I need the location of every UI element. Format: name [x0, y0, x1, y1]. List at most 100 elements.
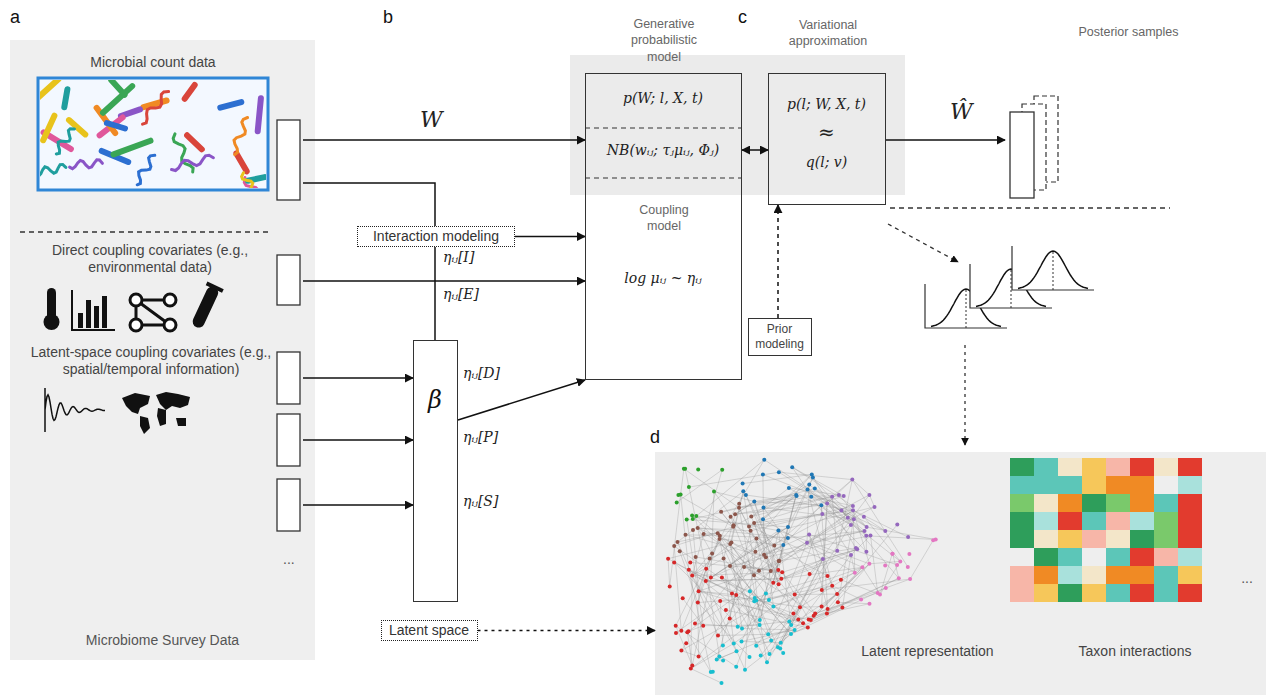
network-dot — [795, 494, 799, 498]
network-dot — [806, 626, 810, 630]
network-dot — [796, 617, 800, 621]
network-dot — [840, 509, 844, 513]
node-text: Generative probabilistic model — [614, 16, 714, 65]
network-dot — [737, 506, 741, 510]
heatmap-cell — [1010, 494, 1034, 512]
network-dot — [898, 559, 902, 563]
heatmap-cell — [1130, 584, 1154, 602]
node-text: Variational approximation — [783, 17, 873, 50]
network-dot — [850, 478, 854, 482]
node-text: Latent representation — [850, 643, 1005, 660]
network-dot — [720, 468, 724, 472]
module-box: Interaction modeling — [357, 226, 515, 247]
node-text: log μᵢⱼ ~ ηᵢⱼ — [586, 270, 740, 287]
heatmap-cell — [1130, 512, 1154, 530]
microbe — [143, 92, 169, 125]
parameter-box: β — [413, 340, 458, 602]
node-text: Coupling model — [629, 202, 699, 235]
connector — [303, 439, 413, 441]
network-dot — [704, 567, 708, 571]
network-dot — [810, 472, 814, 476]
network-dot — [716, 531, 720, 535]
network-dot — [762, 553, 766, 557]
network-dot — [895, 523, 899, 527]
interaction-heatmap — [1010, 458, 1202, 602]
network-dot — [749, 515, 753, 519]
network-dot — [762, 458, 766, 462]
network-dot — [897, 576, 901, 580]
network-dot — [869, 534, 873, 538]
network-dot — [794, 493, 798, 497]
heatmap-cell — [1082, 584, 1106, 602]
bar-chart-icon — [94, 306, 99, 328]
heatmap-cell — [1106, 458, 1130, 476]
network-dot — [734, 665, 738, 669]
network-dot — [776, 568, 780, 572]
microbe — [114, 141, 151, 155]
network-dot — [777, 470, 781, 474]
network-dot — [820, 588, 824, 592]
network-dot — [674, 624, 678, 628]
node-text: Direct coupling covariates (e.g., enviro… — [50, 242, 250, 276]
network-dot — [753, 550, 757, 554]
microbe — [234, 118, 248, 155]
network-icon — [130, 294, 142, 306]
module-box: Latent space — [381, 620, 478, 641]
network-dot — [820, 512, 824, 516]
heatmap-cell — [1154, 566, 1178, 584]
network-dot — [690, 513, 694, 517]
microbe — [103, 86, 132, 113]
connector — [303, 183, 435, 226]
edge-label: W — [418, 108, 445, 132]
connector — [434, 247, 436, 340]
network-dot — [852, 517, 856, 521]
network-dot — [854, 546, 858, 550]
microbe — [236, 153, 246, 171]
heatmap-cell — [1154, 584, 1178, 602]
heatmap-cell — [1154, 530, 1178, 548]
mean-line — [1011, 270, 1012, 308]
network-icon — [164, 294, 176, 306]
connector — [458, 380, 585, 420]
microbe — [173, 134, 193, 172]
network-dot — [721, 659, 725, 663]
rect — [206, 282, 224, 293]
network-dot — [779, 641, 783, 645]
data-vector — [277, 414, 300, 466]
node-text: ≈ — [769, 120, 884, 144]
network-dot — [696, 601, 700, 605]
network-dot — [694, 514, 698, 518]
heatmap-cell — [1178, 566, 1202, 584]
network-dot — [793, 628, 797, 632]
connector — [303, 280, 585, 282]
network-dot — [786, 536, 790, 540]
network-dot — [715, 658, 719, 662]
network-dot — [741, 489, 745, 493]
microbe — [40, 80, 59, 99]
heatmap-cell — [1154, 458, 1178, 476]
heatmap-cell — [1106, 512, 1130, 530]
network-dot — [767, 598, 771, 602]
network-dot — [717, 654, 721, 658]
network-dot — [712, 490, 716, 494]
heatmap-cell — [1034, 512, 1058, 530]
network-dot — [687, 568, 691, 572]
network-dot — [837, 493, 841, 497]
bar-chart-icon — [86, 300, 91, 328]
network-dot — [690, 574, 694, 578]
network-dot — [864, 534, 868, 538]
network-dot — [768, 652, 772, 656]
network-dot — [742, 565, 746, 569]
connector — [777, 205, 779, 318]
heatmap-cell — [1178, 494, 1202, 512]
panel-letter: a — [10, 8, 20, 28]
microbe — [187, 135, 202, 149]
network-dot — [820, 605, 824, 609]
heatmap-cell — [1154, 494, 1178, 512]
heatmap-cell — [1130, 548, 1154, 566]
data-group: Latent-space coupling covariates (e.g., … — [25, 340, 303, 540]
bar-chart-icon — [78, 313, 83, 328]
data-group: Microbial count data — [25, 50, 303, 210]
heatmap-cell — [1010, 530, 1034, 548]
network-dot — [859, 597, 863, 601]
